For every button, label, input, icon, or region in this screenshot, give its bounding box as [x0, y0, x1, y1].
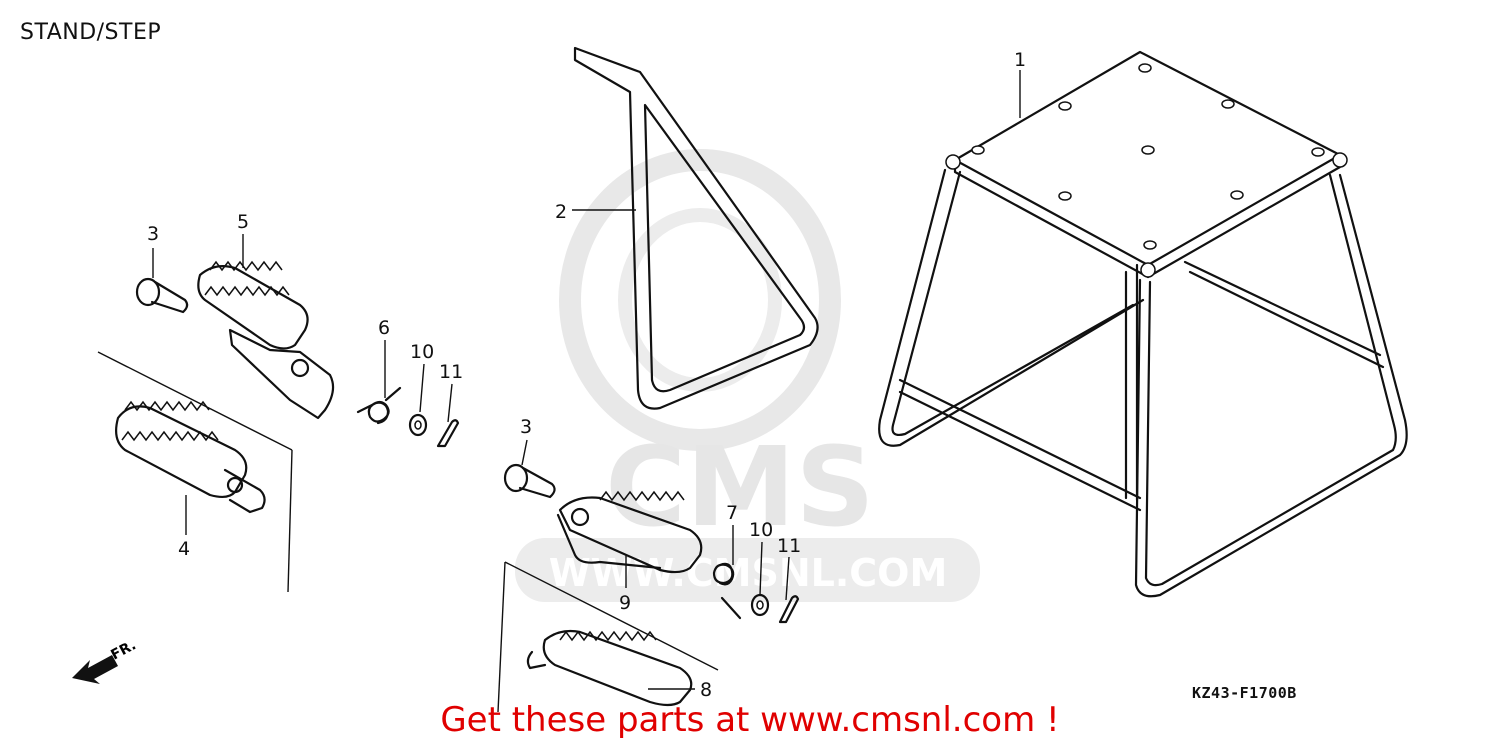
bracket-left: [97, 351, 293, 593]
direction-marker: FR.: [72, 637, 139, 684]
callout-labels: 1 2 3 4 5 6 7 8 9 10 11 3 10 11: [147, 49, 1026, 701]
callout-11-left: 11: [439, 361, 463, 383]
footpeg-left-upper-drawing: [197, 260, 335, 420]
footpeg-left-lower-drawing: [115, 400, 266, 514]
callout-1: 1: [1014, 49, 1026, 71]
watermark-logo-icon: [559, 149, 841, 451]
page-title: STAND/STEP: [20, 20, 162, 45]
spring-left-drawing: [356, 386, 402, 425]
watermark-site: WWW.CMSNL.COM: [549, 551, 948, 595]
callout-10-right: 10: [749, 519, 773, 541]
callout-9: 9: [619, 592, 631, 614]
callout-2: 2: [555, 201, 567, 223]
bolt-left-drawing: [135, 277, 189, 314]
callout-8: 8: [700, 679, 712, 701]
watermark: CMS WWW.CMSNL.COM: [515, 149, 980, 602]
stand-bar-drawing: [573, 46, 819, 410]
diagram-code: KZ43-F1700B: [1192, 684, 1297, 702]
cotter-left-drawing: [436, 419, 460, 448]
callout-11-right: 11: [777, 535, 801, 557]
promo-link-text[interactable]: Get these parts at www.cmsnl.com !: [440, 700, 1060, 740]
callout-3-right: 3: [520, 416, 532, 438]
spring-right-drawing: [712, 562, 742, 620]
washer-left-drawing: [408, 413, 428, 437]
stand-drawing: [878, 50, 1408, 598]
callout-7: 7: [726, 502, 738, 524]
bracket-right: [497, 561, 719, 713]
callout-5: 5: [237, 211, 249, 233]
bolt-right-drawing: [503, 463, 556, 499]
watermark-brand: CMS: [605, 423, 874, 551]
cotter-right-drawing: [778, 595, 800, 624]
leader-lines: [152, 70, 1021, 690]
callout-4: 4: [178, 538, 190, 560]
callout-6: 6: [378, 317, 390, 339]
footpeg-right-upper-drawing: [556, 490, 703, 574]
callout-10-left: 10: [410, 341, 434, 363]
watermark-banner: [515, 538, 980, 602]
direction-label: FR.: [108, 637, 138, 663]
arrow-left-icon: [72, 655, 118, 684]
callout-3-left: 3: [147, 223, 159, 245]
footpeg-right-lower-drawing: [526, 629, 693, 707]
